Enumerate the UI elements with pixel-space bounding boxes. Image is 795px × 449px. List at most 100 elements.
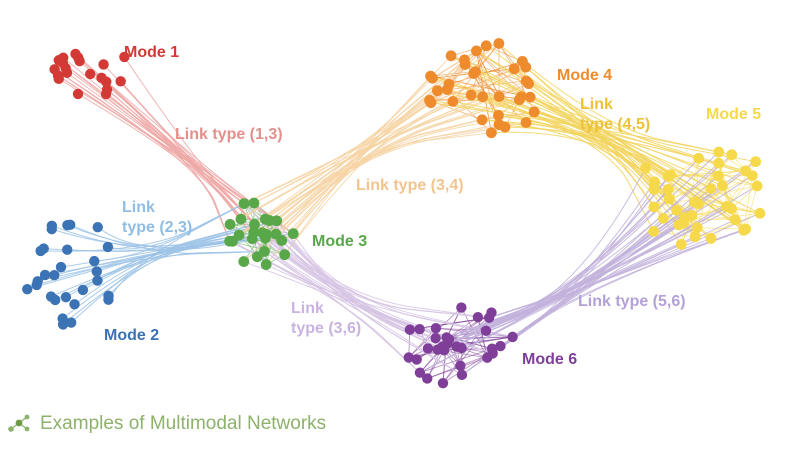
node-m4 [424, 94, 435, 106]
node-m2 [62, 244, 73, 255]
node-m5 [726, 149, 738, 161]
node-m6 [486, 343, 498, 354]
node-m3 [279, 249, 291, 261]
node-m5 [716, 180, 728, 192]
bundle-edge-l45 [504, 126, 669, 190]
node-m3 [276, 235, 288, 246]
link-label-l34: Link type (3,4) [356, 177, 464, 194]
intra-edge-m5 [697, 227, 746, 230]
node-m5 [686, 210, 698, 221]
node-m5 [678, 217, 690, 229]
bundle-edge-l56 [446, 222, 684, 345]
node-m6 [411, 354, 422, 365]
node-m1 [53, 73, 64, 85]
node-m5 [713, 146, 725, 158]
mode-label-m6: Mode 6 [522, 351, 577, 368]
bundle-edge-l36 [254, 224, 490, 319]
node-m6 [495, 340, 506, 352]
node-m4 [485, 127, 497, 139]
node-m4 [459, 59, 471, 70]
node-m3 [248, 197, 260, 209]
node-m2 [69, 299, 80, 310]
node-m1 [70, 48, 81, 60]
bundle-edge-l45 [498, 96, 761, 214]
node-m3 [257, 227, 268, 239]
node-m4 [520, 117, 532, 128]
node-m5 [648, 225, 660, 237]
node-m4 [476, 114, 488, 126]
mode-label-m4: Mode 4 [557, 67, 612, 84]
node-m2 [92, 275, 103, 286]
node-m2 [66, 317, 77, 328]
node-m4 [447, 95, 459, 107]
node-m6 [414, 367, 426, 378]
node-m6 [455, 360, 466, 371]
node-m4 [493, 91, 505, 102]
node-m3 [238, 198, 250, 210]
node-m5 [671, 204, 683, 216]
bundle-edge-l23 [40, 203, 245, 252]
node-m2 [49, 269, 60, 281]
node-m2 [91, 266, 102, 277]
node-m5 [662, 184, 674, 195]
node-m5 [691, 222, 703, 234]
intra-edge-m4 [432, 50, 477, 79]
node-m5 [640, 162, 651, 174]
node-m3 [227, 235, 238, 247]
node-m2 [49, 294, 61, 306]
node-m1 [61, 67, 73, 79]
bundle-edge-l56 [443, 175, 669, 351]
node-m6 [422, 343, 434, 354]
node-m2 [57, 319, 69, 330]
node-m6 [430, 322, 442, 334]
node-m5 [754, 207, 766, 219]
intra-edge-m4 [430, 68, 515, 104]
node-m4 [520, 75, 532, 87]
bundle-edge-l23 [74, 224, 255, 305]
bundle-edge-l56 [448, 206, 727, 340]
node-m5 [675, 238, 687, 250]
node-m6 [443, 334, 455, 345]
bundle-edge-l34 [269, 132, 492, 221]
node-m6 [483, 312, 495, 323]
node-m4 [528, 106, 540, 118]
bundle-edge-l56 [419, 236, 696, 374]
node-m2 [62, 219, 73, 231]
intra-edge-m6 [442, 330, 487, 384]
node-m3 [235, 213, 247, 225]
bundle-edge-l34 [262, 55, 452, 234]
node-m5 [713, 157, 724, 169]
node-m4 [517, 55, 528, 67]
node-m6 [403, 352, 414, 363]
mode-label-m5: Mode 5 [706, 106, 761, 123]
node-m4 [493, 109, 504, 121]
bundle-edge-l36 [229, 240, 463, 376]
intra-edge-m4 [448, 60, 523, 85]
bundle-edge-l23 [62, 240, 230, 325]
node-m2 [77, 284, 89, 296]
node-m3 [287, 228, 299, 240]
node-m6 [437, 341, 448, 352]
node-m5 [663, 193, 675, 204]
bundle-edge-l36 [276, 220, 513, 338]
bundle-edge-l36 [238, 234, 421, 374]
network-nodes-icon [8, 414, 30, 432]
node-m5 [746, 170, 758, 181]
bundle-edge-l13 [57, 75, 255, 225]
node-m4 [480, 40, 492, 52]
node-m4 [465, 89, 477, 101]
node-m3 [260, 259, 272, 270]
node-m5 [705, 233, 717, 244]
intra-edge-m5 [683, 212, 761, 224]
node-m6 [430, 332, 441, 344]
node-m5 [729, 214, 741, 226]
bundle-edge-l45 [519, 99, 758, 187]
node-m5 [738, 224, 750, 235]
node-m3 [238, 256, 250, 267]
node-m5 [751, 180, 763, 192]
bundle-edge-l45 [525, 80, 655, 208]
